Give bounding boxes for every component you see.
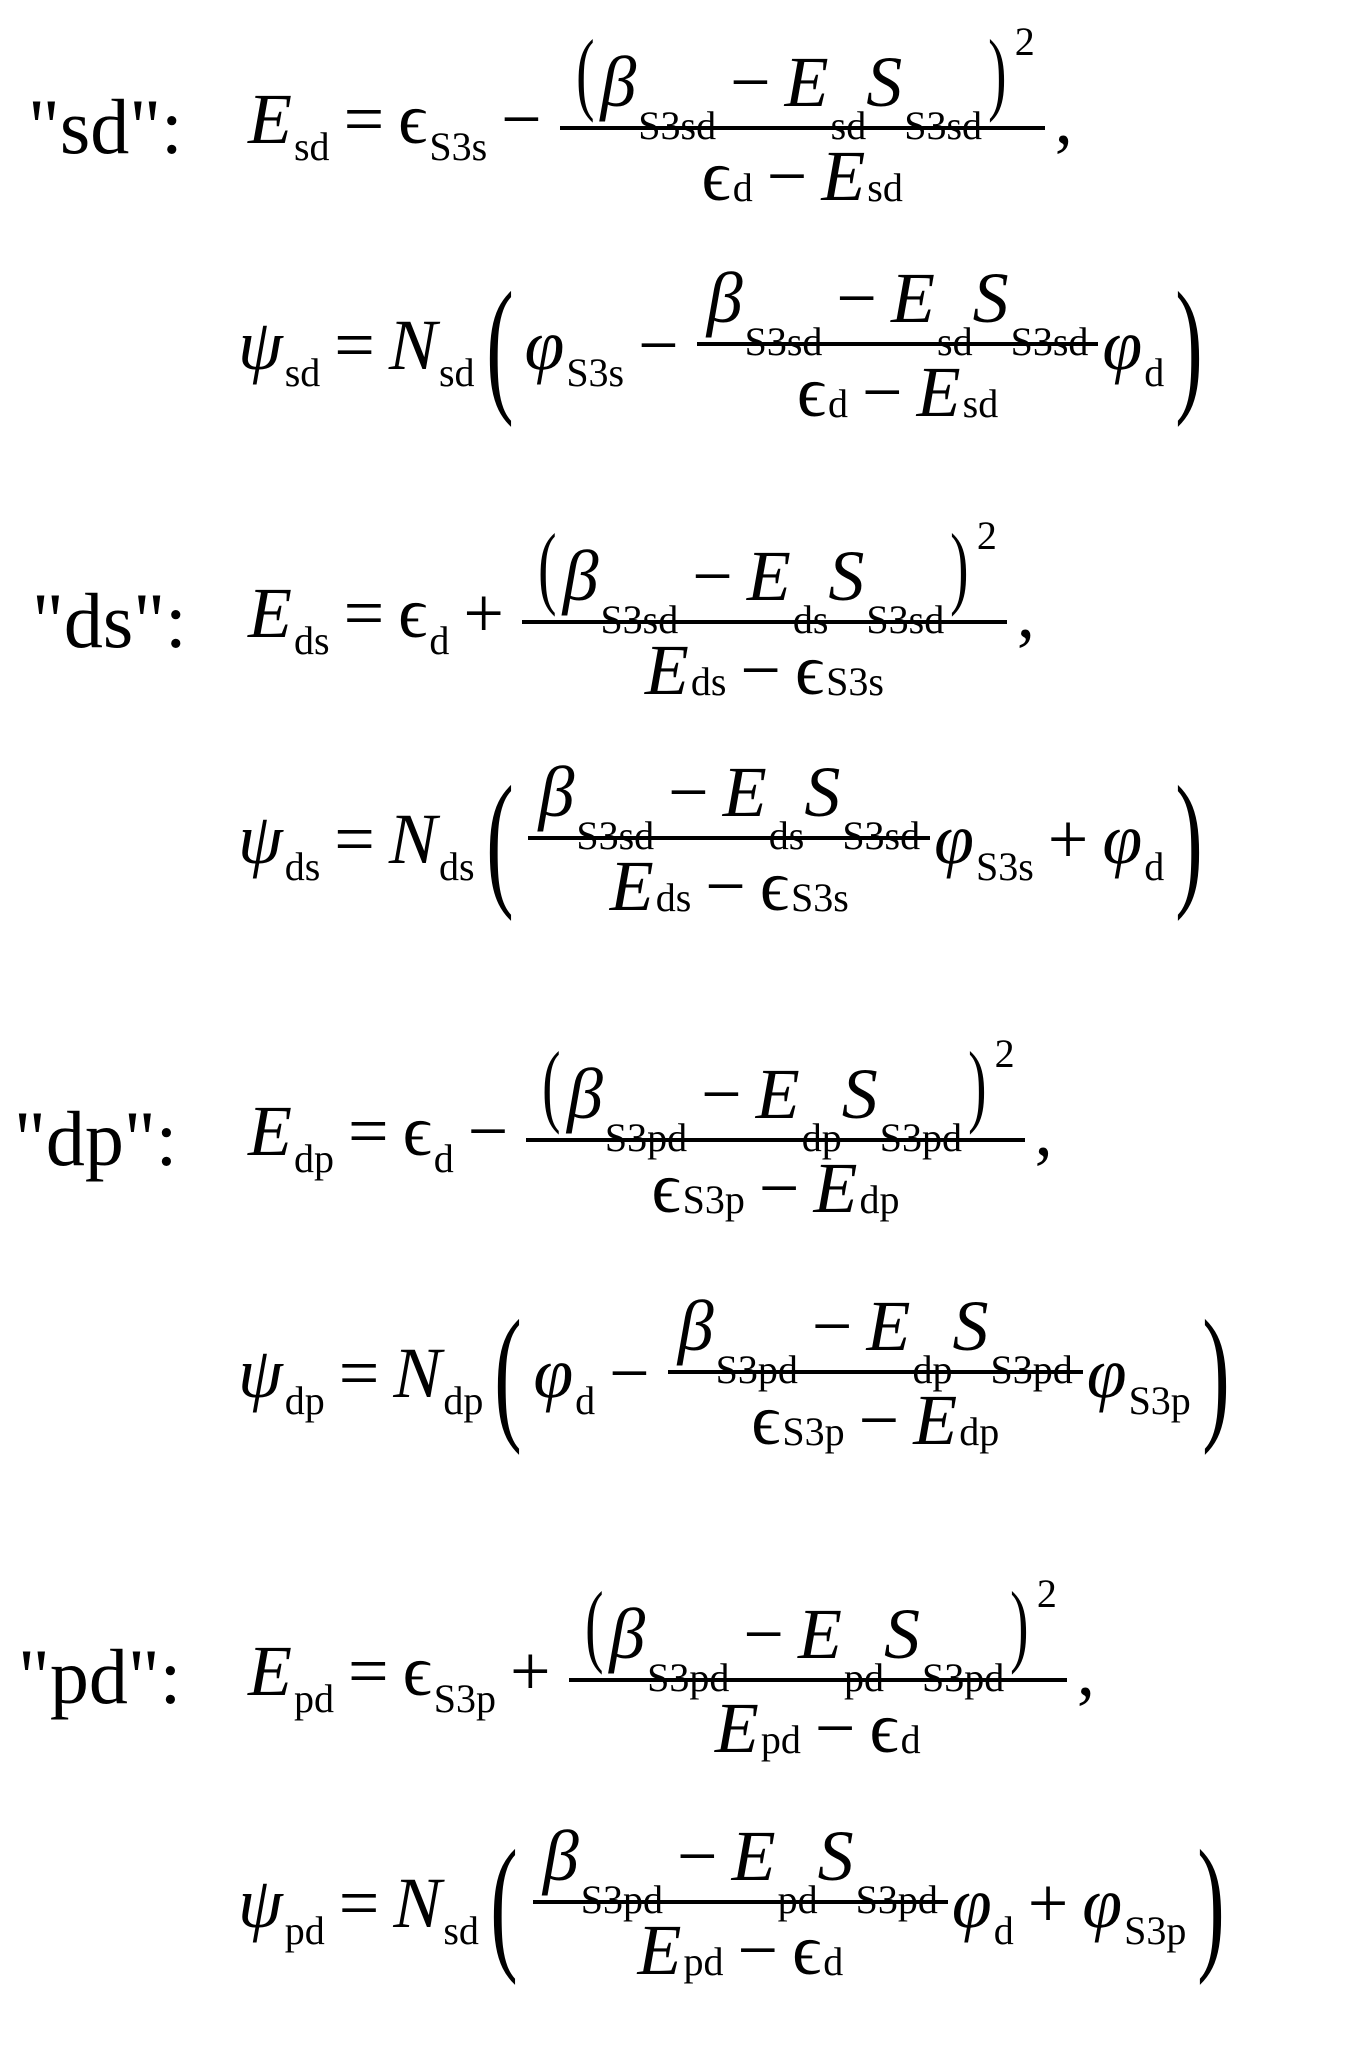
fraction-bar (667, 1370, 1083, 1374)
fraction-bar (526, 1138, 1025, 1142)
label-pd: "pd": (18, 1633, 182, 1720)
fraction-bar (521, 620, 1007, 624)
label-ds: "ds": (32, 577, 187, 664)
fraction-bar (696, 342, 1099, 346)
label-dp: "dp": (14, 1095, 178, 1182)
label-sd: "sd": (28, 83, 183, 170)
fraction-bar (559, 126, 1045, 130)
fraction-bar (568, 1678, 1067, 1682)
fraction-bar (532, 1900, 948, 1904)
fraction-bar (528, 836, 931, 840)
